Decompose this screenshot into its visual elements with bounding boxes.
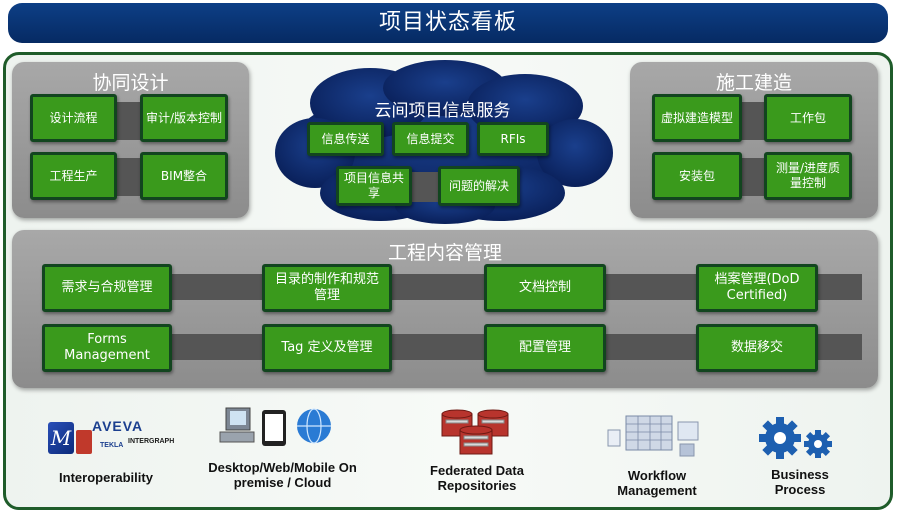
collab-design-title: 协同设计 [92, 72, 169, 94]
collab-item-bim[interactable]: BIM整合 [140, 152, 228, 200]
cloud-title: 云间项目信息服务 [374, 101, 511, 121]
workflow-icon [607, 415, 699, 457]
ecm-item-requirements[interactable]: 需求与合规管理 [42, 264, 172, 312]
dashboard-title: 项目状态看板 [8, 3, 888, 43]
cloud-item-info-delivery[interactable]: 信息传送 [307, 122, 384, 156]
collab-item-audit-version[interactable]: 审计/版本控制 [140, 94, 228, 142]
connector-bar [112, 158, 142, 196]
construction-item-install-package[interactable]: 安装包 [652, 152, 742, 200]
small-logo-icon [76, 430, 92, 454]
ecm-item-data-handover[interactable]: 数据移交 [696, 324, 818, 372]
ecm-item-tag[interactable]: Tag 定义及管理 [262, 324, 392, 372]
collab-item-design-flow[interactable]: 设计流程 [30, 94, 117, 142]
caption-business-process: Business Process [771, 467, 829, 497]
ecm-item-forms[interactable]: Forms Management [42, 324, 172, 372]
cloud-item-info-submit[interactable]: 信息提交 [392, 122, 469, 156]
construction-item-measure-quality[interactable]: 测量/进度质量控制 [764, 152, 852, 200]
collab-item-engineering[interactable]: 工程生产 [30, 152, 117, 200]
construction-title: 施工建造 [715, 72, 792, 94]
ecm-item-configuration[interactable]: 配置管理 [484, 324, 606, 372]
devices-icon [219, 407, 331, 446]
m-logo-icon: M [48, 422, 74, 454]
ecm-item-catalog[interactable]: 目录的制作和规范管理 [262, 264, 392, 312]
caption-devices: Desktop/Web/Mobile On premise / Cloud [208, 460, 357, 490]
intergraph-logo: INTERGRAPH [128, 438, 175, 445]
caption-interoperability: Interoperability [59, 470, 153, 485]
connector-bar [112, 102, 142, 140]
gears-icon [759, 417, 832, 459]
collab-design-panel: 协同设计 设计流程 审计/版本控制 工程生产 BIM整合 [12, 62, 249, 218]
ecm-title: 工程内容管理 [387, 242, 502, 264]
caption-workflow: Workflow Management [617, 468, 697, 498]
tekla-logo: TEKLA [100, 442, 124, 449]
ecm-item-archive[interactable]: 档案管理(DoD Certified) [696, 264, 818, 312]
construction-item-virtual-model[interactable]: 虚拟建造模型 [652, 94, 742, 142]
software-logos-icon: M AVEVA TEKLA INTERGRAPH [48, 418, 174, 458]
cloud-item-rfis[interactable]: RFIs [477, 122, 549, 156]
ecm-item-document-control[interactable]: 文档控制 [484, 264, 606, 312]
cloud-item-issue-resolve[interactable]: 问题的解决 [438, 166, 520, 206]
ecm-panel: 工程内容管理 需求与合规管理 目录的制作和规范管理 文档控制 档案管理(DoD … [12, 230, 878, 388]
construction-item-work-package[interactable]: 工作包 [764, 94, 852, 142]
construction-panel: 施工建造 虚拟建造模型 工作包 安装包 测量/进度质量控制 [630, 62, 878, 218]
aveva-logo: AVEVA [92, 418, 144, 434]
cloud-item-project-info-share[interactable]: 项目信息共享 [336, 166, 412, 206]
caption-federated-data: Federated Data Repositories [430, 463, 524, 493]
database-icon [441, 409, 509, 455]
